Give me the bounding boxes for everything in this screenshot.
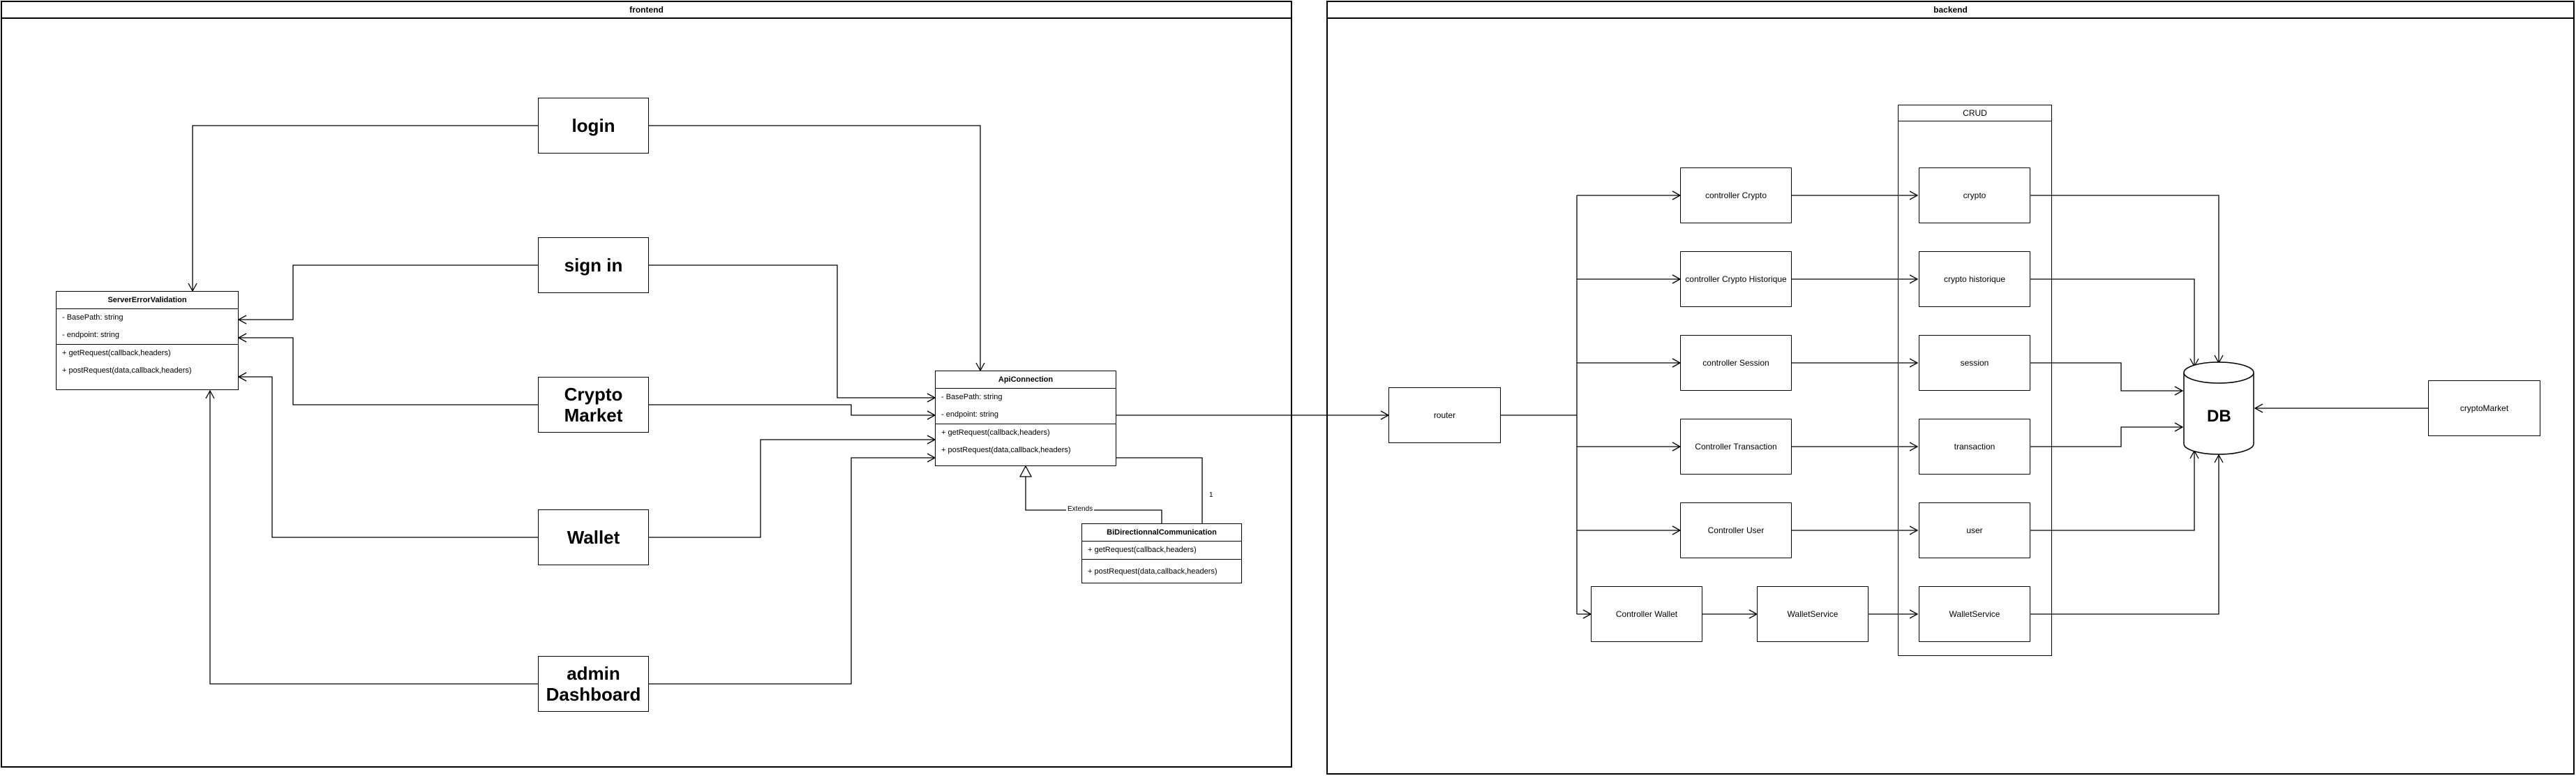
edge-admin-to-validation bbox=[205, 389, 538, 685]
controller-transaction-label: Controller Transaction bbox=[1695, 442, 1777, 452]
class-title: BiDirectionnalCommunication bbox=[1082, 524, 1241, 542]
crypto-market-external-box[interactable]: cryptoMarket bbox=[2428, 380, 2540, 436]
controller-crypto-historique-box[interactable]: controller Crypto Historique bbox=[1680, 251, 1792, 307]
wallet-box[interactable]: Wallet bbox=[538, 509, 649, 565]
edge-admin-to-api bbox=[649, 453, 936, 685]
crypto-market-label: Crypto Market bbox=[564, 384, 623, 426]
crud-session-label: session bbox=[1960, 358, 1989, 368]
backend-frame-title: backend bbox=[1328, 2, 2573, 19]
controller-wallet-label: Controller Wallet bbox=[1615, 609, 1678, 619]
class-attribute: - BasePath: string bbox=[62, 313, 123, 322]
edge-login-to-validation bbox=[188, 125, 538, 292]
sign-in-box[interactable]: sign in bbox=[538, 237, 649, 293]
class-method: + postRequest(data,callback,headers) bbox=[1082, 559, 1241, 583]
edge-extends bbox=[1019, 465, 1162, 523]
bidirectional-class[interactable]: BiDirectionnalCommunication + getRequest… bbox=[1081, 523, 1242, 583]
wallet-service-label: WalletService bbox=[1787, 609, 1839, 619]
wallet-service-box[interactable]: WalletService bbox=[1757, 586, 1869, 642]
api-connection-class[interactable]: ApiConnection - BasePath: string - endpo… bbox=[935, 371, 1116, 466]
crypto-market-external-label: cryptoMarket bbox=[2459, 403, 2509, 413]
class-title: ServerErrorValidation bbox=[57, 292, 238, 309]
crud-transaction-label: transaction bbox=[1954, 442, 1995, 452]
router-label: router bbox=[1433, 410, 1456, 420]
crud-transaction-box[interactable]: transaction bbox=[1919, 419, 2030, 475]
frontend-frame-title: frontend bbox=[2, 2, 1291, 19]
edge-router-bus bbox=[1501, 195, 1578, 614]
class-attribute: - endpoint: string bbox=[941, 410, 998, 419]
backend-frame: backend bbox=[1326, 1, 2575, 775]
class-title: ApiConnection bbox=[936, 371, 1116, 389]
controller-transaction-box[interactable]: Controller Transaction bbox=[1680, 419, 1792, 475]
crud-wallet-service-label: WalletService bbox=[1949, 609, 2000, 619]
controller-wallet-box[interactable]: Controller Wallet bbox=[1591, 586, 1702, 642]
class-attribute: - endpoint: string bbox=[62, 331, 119, 339]
controller-user-label: Controller User bbox=[1707, 525, 1765, 535]
multiplicity-label: 1 bbox=[1208, 491, 1215, 499]
frontend-frame: frontend bbox=[1, 1, 1292, 768]
edge-wallet-to-api bbox=[649, 435, 936, 538]
crud-user-label: user bbox=[1966, 525, 1983, 535]
class-method: + getRequest(callback,headers) bbox=[57, 344, 238, 362]
edge-cryptomarket-to-validation bbox=[237, 333, 538, 405]
crud-crypto-historique-label: crypto historique bbox=[1943, 274, 2006, 284]
admin-dashboard-label: admin Dashboard bbox=[546, 663, 641, 705]
crud-crypto-label: crypto bbox=[1963, 191, 1986, 200]
edge-aggregation bbox=[1116, 458, 1202, 523]
crud-user-box[interactable]: user bbox=[1919, 502, 2030, 558]
edge-cryptomarket-to-api bbox=[649, 404, 936, 420]
db-cylinder bbox=[2183, 361, 2254, 455]
controller-crypto-label: controller Crypto bbox=[1705, 191, 1767, 200]
admin-dashboard-box[interactable]: admin Dashboard bbox=[538, 656, 649, 712]
controller-crypto-historique-label: controller Crypto Historique bbox=[1685, 274, 1787, 284]
crud-title: CRUD bbox=[1899, 105, 2051, 121]
server-error-validation-class[interactable]: ServerErrorValidation - BasePath: string… bbox=[56, 291, 239, 390]
edge-wallet-to-validation bbox=[237, 372, 538, 538]
edge-signin-to-validation bbox=[237, 264, 538, 324]
class-method: + getRequest(callback,headers) bbox=[936, 424, 1116, 442]
crud-crypto-box[interactable]: crypto bbox=[1919, 167, 2030, 223]
class-method: + postRequest(data,callback,headers) bbox=[941, 446, 1071, 454]
db-label: DB bbox=[2207, 407, 2231, 426]
crud-session-box[interactable]: session bbox=[1919, 335, 2030, 391]
crud-frame: CRUD bbox=[1898, 105, 2052, 656]
controller-user-box[interactable]: Controller User bbox=[1680, 502, 1792, 558]
controller-session-label: controller Session bbox=[1702, 358, 1769, 368]
controller-session-box[interactable]: controller Session bbox=[1680, 335, 1792, 391]
class-attribute: - BasePath: string bbox=[941, 393, 1003, 401]
extends-label: Extends bbox=[1066, 505, 1095, 513]
crypto-market-box[interactable]: Crypto Market bbox=[538, 377, 649, 433]
router-box[interactable]: router bbox=[1388, 387, 1501, 443]
crud-crypto-historique-box[interactable]: crypto historique bbox=[1919, 251, 2030, 307]
crud-wallet-service-box[interactable]: WalletService bbox=[1919, 586, 2030, 642]
class-method: + getRequest(callback,headers) bbox=[1088, 546, 1197, 554]
login-label: login bbox=[571, 115, 615, 136]
edge-login-to-api bbox=[649, 125, 985, 372]
controller-crypto-box[interactable]: controller Crypto bbox=[1680, 167, 1792, 223]
wallet-label: Wallet bbox=[567, 527, 620, 548]
edge-signin-to-api bbox=[649, 264, 936, 403]
sign-in-label: sign in bbox=[564, 255, 623, 276]
login-box[interactable]: login bbox=[538, 98, 649, 154]
class-method: + postRequest(data,callback,headers) bbox=[62, 366, 192, 375]
